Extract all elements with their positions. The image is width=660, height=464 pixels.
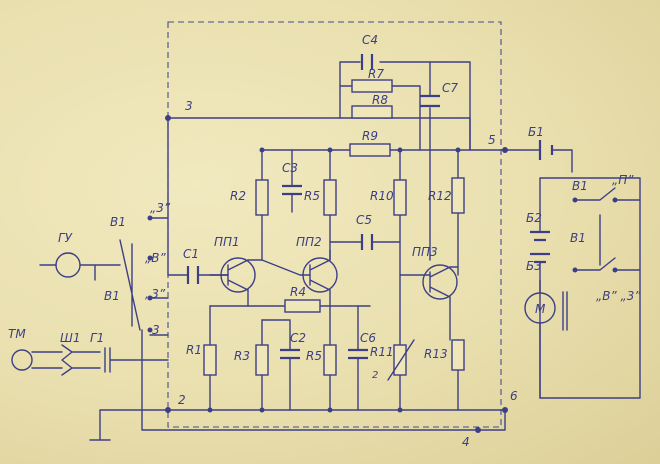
- wire-ground-rails: [89, 329, 506, 441]
- input-head-gu: [55, 252, 81, 278]
- motor-flywheel: [562, 291, 568, 331]
- label-node-2: 2: [178, 393, 186, 407]
- label-g1: Г1: [90, 331, 104, 345]
- wire-top: [167, 117, 506, 151]
- label-c3: C3: [282, 161, 298, 175]
- resistor-r13: [451, 339, 465, 371]
- resistor-r5-lower: [323, 344, 337, 376]
- resistor-r10: [393, 179, 407, 216]
- resistor-r9: [349, 143, 391, 157]
- transistor-pp2-leads: [309, 259, 331, 291]
- resistor-r11-trim: [387, 339, 415, 381]
- transistor-pp1-leads: [227, 259, 249, 291]
- resistor-r11: [393, 344, 407, 376]
- capacitor-c7: [420, 94, 440, 108]
- label-b2: Б2: [526, 211, 542, 225]
- resistor-r3: [255, 344, 269, 376]
- label-v1-a: В1: [110, 215, 126, 229]
- label-r2: R2: [230, 189, 246, 203]
- label-pos-3-b: „3”: [145, 287, 166, 301]
- label-r12: R12: [428, 189, 452, 203]
- microphone-tm: [11, 349, 33, 371]
- resistor-r7: [351, 79, 393, 93]
- capacitor-c4: [360, 54, 374, 70]
- label-v1-b: В1: [104, 289, 120, 303]
- label-node-3: 3: [185, 99, 193, 113]
- label-v1-c: В1: [572, 179, 588, 193]
- battery-b1: [538, 140, 554, 160]
- label-r5-upper: R5: [304, 189, 320, 203]
- label-c2: C2: [290, 331, 306, 345]
- label-r11-note: 2: [372, 370, 378, 381]
- label-r4: R4: [290, 285, 306, 299]
- label-c5: C5: [356, 213, 372, 227]
- label-v1-d: В1: [570, 231, 586, 245]
- switch-v1-input: [119, 117, 169, 336]
- wire-transistor-links: [209, 249, 459, 341]
- label-node-3b: 3: [152, 323, 160, 337]
- label-gu: ГУ: [58, 231, 73, 245]
- batteries-b2-b3: [530, 230, 550, 264]
- label-c1: C1: [183, 247, 199, 261]
- capacitor-c3: [282, 184, 302, 196]
- resistor-r5-upper: [323, 179, 337, 216]
- transistor-pp3: [422, 264, 458, 300]
- label-pp2: ПП2: [296, 235, 322, 249]
- label-r3: R3: [234, 349, 250, 363]
- resistor-r2: [255, 179, 269, 216]
- label-pos-v: „В”: [145, 251, 166, 265]
- wire-c2: [261, 319, 291, 411]
- switch-v1-power: [574, 187, 641, 271]
- label-b1: Б1: [528, 125, 544, 139]
- capacitor-c2: [280, 348, 300, 360]
- label-r7: R7: [368, 67, 384, 81]
- label-sh1: Ш1: [60, 331, 80, 345]
- label-b3: Б3: [526, 259, 542, 273]
- label-pp3: ПП3: [412, 245, 438, 259]
- label-c6: C6: [360, 331, 376, 345]
- label-r11: R11: [370, 345, 394, 359]
- label-node-5: 5: [488, 133, 496, 147]
- label-r8: R8: [372, 93, 388, 107]
- label-pos-p: „П”: [612, 173, 634, 187]
- wire-gu: [39, 264, 121, 281]
- wire-b1: [504, 149, 573, 173]
- label-r13: R13: [424, 347, 448, 361]
- capacitor-c1: [186, 266, 200, 284]
- label-node-6: 6: [510, 389, 518, 403]
- wire-motor-loop: [539, 177, 641, 399]
- label-pos-3-a: „3”: [150, 201, 171, 215]
- label-r10: R10: [370, 189, 394, 203]
- label-c7: C7: [442, 81, 458, 95]
- label-c4: C4: [362, 33, 378, 47]
- label-r5-lower: R5: [306, 349, 322, 363]
- label-node-4: 4: [462, 435, 470, 449]
- wire-r7: [339, 85, 421, 151]
- capacitor-c5: [360, 234, 374, 250]
- resistor-r1: [203, 344, 217, 376]
- capacitor-c6: [348, 348, 368, 360]
- resistor-r12: [451, 177, 465, 214]
- label-pp1: ПП1: [214, 235, 240, 249]
- label-motor: М: [535, 302, 546, 316]
- label-r1: R1: [186, 343, 202, 357]
- transistor-pp3-leads: [429, 266, 451, 298]
- motor-m: [524, 292, 556, 324]
- label-pos-v3: „В” „3”: [596, 289, 641, 303]
- label-tm: ТМ: [8, 327, 26, 341]
- jack-sh1-g1: [31, 344, 169, 376]
- label-r9: R9: [362, 129, 378, 143]
- resistor-r8: [351, 105, 393, 119]
- wire-c4-loop: [339, 61, 471, 151]
- resistor-r4: [284, 299, 321, 313]
